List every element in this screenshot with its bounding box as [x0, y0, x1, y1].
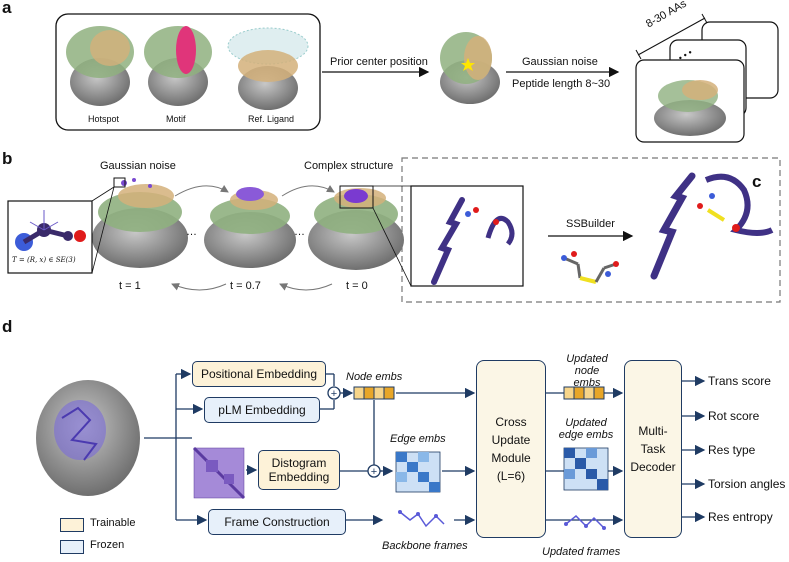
- panel-c-label: c: [752, 172, 762, 191]
- output-rot-score: Rot score: [708, 409, 760, 423]
- panel-d-label: d: [2, 317, 13, 336]
- input-protein-image: [36, 380, 140, 496]
- motif-protein-image: [144, 26, 212, 106]
- legend-trainable-label: Trainable: [90, 517, 136, 529]
- decoder-text-1: Multi-: [638, 424, 668, 438]
- complex-structure-label: Complex structure: [304, 160, 394, 172]
- updated-node-embs-label: Updated node embs: [560, 353, 614, 389]
- frame-construction-box: Frame Construction: [208, 509, 346, 535]
- updated-frames-label: Updated frames: [542, 546, 621, 558]
- ref-ligand-protein-image: [227, 27, 309, 110]
- prior-center-label: Prior center position: [330, 56, 428, 68]
- decoder-text-2: Task: [640, 442, 666, 456]
- distogram-text-2: Embedding: [268, 470, 330, 484]
- node-embs-bar: [353, 386, 395, 400]
- svg-text:+: +: [371, 466, 377, 478]
- legend-frozen-label: Frozen: [90, 539, 125, 551]
- motif-label: Motif: [166, 114, 186, 124]
- cross-update-module-box: Cross Update Module (L=6): [476, 360, 546, 538]
- legend-frozen-swatch: [60, 540, 84, 554]
- positional-embedding-box: Positional Embedding: [192, 361, 326, 387]
- legend-trainable-swatch: [60, 518, 84, 532]
- ellipsis-right: …: [294, 226, 305, 238]
- distogram-text-1: Distogram: [271, 456, 327, 470]
- output-res-entropy: Res entropy: [708, 510, 773, 524]
- cross-update-text-3: Module: [491, 451, 531, 465]
- ellipsis-left: …: [186, 226, 197, 238]
- updated-node-embs-bar: [563, 386, 605, 400]
- peptide-helices-image: [431, 197, 515, 285]
- length-bracket: [637, 17, 706, 56]
- denoise-arrow-1: [171, 283, 227, 291]
- output-torsion-angles: Torsion angles: [708, 477, 786, 491]
- edge-embs-label: Edge embs: [390, 433, 446, 445]
- complex-t0-image: [308, 188, 404, 270]
- backbone-frames-label: Backbone frames: [382, 540, 468, 552]
- backbone-frames-icon: [398, 510, 445, 528]
- svg-text:+: +: [331, 388, 337, 400]
- panel-c-box: [401, 157, 781, 303]
- distogram-embedding-box: Distogram Embedding: [258, 450, 340, 490]
- denoise-arrow-2: [279, 283, 333, 291]
- t1-label: t = 1: [119, 280, 141, 292]
- updated-edge-embs-text-2: edge embs: [558, 429, 614, 441]
- peptide-zoom-box: [410, 185, 524, 287]
- multi-task-decoder-box: Multi- Task Decoder: [624, 360, 682, 538]
- plm-embedding-text: pLM Embedding: [218, 403, 306, 417]
- peptide-length-label: Peptide length 8~30: [512, 78, 611, 90]
- cyclic-peptide-image: [650, 172, 774, 280]
- panel-b-label: b: [2, 149, 13, 168]
- plm-embedding-box: pLM Embedding: [204, 397, 320, 423]
- updated-edge-embs-label: Updated edge embs: [556, 417, 616, 441]
- panel-a-label: a: [2, 0, 12, 17]
- cross-update-text-2: Update: [491, 433, 531, 447]
- updated-node-embs-text-1: Updated: [566, 353, 608, 365]
- updated-node-embs-text-2: node embs: [573, 365, 601, 389]
- output-trans-score: Trans score: [708, 374, 771, 388]
- distogram-map-image: [192, 446, 246, 500]
- gaussian-noise-label-b: Gaussian noise: [100, 160, 176, 172]
- ref-ligand-label: Ref. Ligand: [248, 114, 295, 124]
- sample-protein-image: [654, 80, 726, 136]
- hotspot-protein-image: [66, 26, 134, 106]
- frame-formula: T = (R, x) ∈ SE(3): [12, 256, 76, 264]
- positional-embedding-text: Positional Embedding: [200, 367, 318, 381]
- updated-edge-embs-grid: [563, 447, 609, 491]
- frame-construction-text: Frame Construction: [224, 515, 330, 529]
- t07-label: t = 0.7: [230, 280, 261, 292]
- gaussian-noise-label-a: Gaussian noise: [522, 56, 598, 68]
- disulfide-fragment-icon: [561, 251, 619, 284]
- updated-edge-embs-text-1: Updated: [565, 417, 607, 429]
- edge-embs-grid: [395, 451, 441, 493]
- cross-update-text-1: Cross: [495, 415, 527, 429]
- output-res-type: Res type: [708, 443, 756, 457]
- noise-to-t07-arrow: [174, 184, 229, 197]
- residue-frame-icon: [15, 210, 86, 251]
- complex-t1-image: [92, 178, 188, 268]
- ssbuilder-label: SSBuilder: [566, 218, 615, 230]
- node-embs-label: Node embs: [346, 371, 403, 383]
- complex-t07-image: [204, 187, 296, 268]
- condition-box: [55, 13, 321, 131]
- decoder-text-3: Decoder: [630, 460, 676, 474]
- center-protein-image: [440, 32, 500, 104]
- hotspot-label: Hotspot: [88, 114, 120, 124]
- cross-update-text-4: (L=6): [496, 469, 526, 483]
- updated-frames-icon: [564, 514, 606, 530]
- t0-label: t = 0: [346, 280, 368, 292]
